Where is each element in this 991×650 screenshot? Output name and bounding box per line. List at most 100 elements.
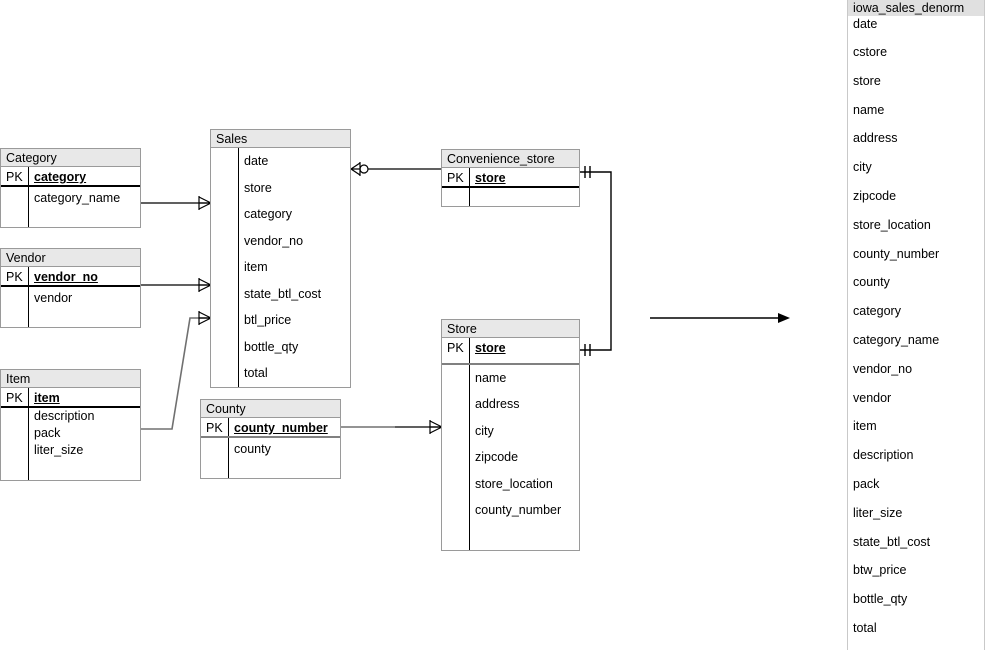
attribute-name: bottle_qty [244,339,299,354]
attribute-name: store [244,180,272,195]
entity-title-convenience_store: Convenience_store [442,150,579,168]
pk-marker: PK [447,341,464,355]
denorm-column[interactable]: date [853,17,878,31]
denorm-column[interactable]: liter_size [853,505,903,520]
pk-marker: PK [6,270,23,284]
attribute-row[interactable]: state_btl_cost [211,281,350,308]
attribute-row[interactable]: item [211,254,350,281]
attribute-row[interactable] [442,524,579,551]
attribute-row[interactable] [442,188,579,206]
attribute-row[interactable]: address [442,391,579,418]
attribute-name: city [475,423,494,438]
attribute-row[interactable]: bottle_qty [211,334,350,361]
entity-title-store: Store [442,320,579,338]
denorm-column[interactable]: cstore [853,45,888,59]
entity-title-vendor: Vendor [1,249,140,267]
attribute-row[interactable]: btl_price [211,307,350,334]
denorm-column[interactable]: pack [853,476,880,491]
attribute-name: item [244,260,268,274]
attribute-row[interactable]: pack [1,425,140,442]
attribute-row[interactable] [1,309,140,327]
attribute-name: vendor_no [34,270,98,284]
denorm-column[interactable]: btw_price [853,563,907,578]
attribute-name: store [475,341,506,355]
attribute-row[interactable] [1,209,140,227]
denorm-column[interactable]: county [853,275,890,290]
denorm-column[interactable]: state_btl_cost [853,534,931,549]
denorm-column[interactable]: category_name [853,332,940,347]
attribute-row[interactable]: PK store [442,168,579,188]
denormalization-arrow [650,313,790,323]
attribute-row[interactable]: liter_size [1,442,140,459]
attribute-row[interactable]: total [211,360,350,387]
denorm-column[interactable]: store_location [853,217,931,232]
attribute-row[interactable]: PK store [442,338,579,365]
pk-marker: PK [6,170,23,184]
attribute-name: description [34,409,95,423]
attribute-row[interactable] [1,459,140,480]
denorm-column[interactable]: vendor_no [853,361,913,376]
attribute-name: category [244,207,292,221]
attribute-row[interactable]: date [211,148,350,175]
denorm-column[interactable]: city [853,160,872,175]
entity-body-store: PK store name address city zipcode store_locat… [442,338,579,550]
denorm-column[interactable]: address [853,131,898,146]
attribute-row[interactable]: name [442,365,579,392]
attribute-row[interactable]: county [201,438,340,460]
relationship-vendor-sales [141,278,212,292]
denorm-column[interactable]: description [853,448,914,463]
denorm-column[interactable]: name [853,102,885,117]
denorm-column[interactable]: item [853,419,877,434]
attribute-row[interactable]: description [1,408,140,425]
attribute-row[interactable]: category_name [1,187,140,209]
attribute-name: total [244,366,268,380]
denorm-column[interactable]: category [853,304,901,319]
attribute-name: address [475,397,520,411]
attribute-row[interactable]: city [442,418,579,445]
attribute-name: date [244,154,269,168]
attribute-row[interactable]: PK vendor_no [1,267,140,287]
entity-title-item: Item [1,370,140,388]
attribute-row[interactable]: category [211,201,350,228]
entity-body-convenience_store: PK store [442,168,579,206]
attribute-name: county_number [234,421,328,435]
attribute-row[interactable]: store_location [442,471,579,498]
denorm-column[interactable]: store [853,73,881,88]
denorm-column[interactable]: county_number [853,246,940,261]
attribute-name: pack [34,426,61,440]
denorm-column[interactable]: vendor [853,390,892,405]
entity-title-sales: Sales [211,130,350,148]
denorm-column[interactable]: total [853,620,877,635]
attribute-row[interactable]: vendor [1,287,140,309]
relationship-convenience-store-store [580,166,612,356]
attribute-name: store [475,171,506,185]
attribute-name: store_location [475,476,553,491]
relationship-category-sales [141,196,212,210]
attribute-row[interactable] [201,460,340,478]
attribute-row[interactable]: county_number [442,497,579,524]
attribute-row[interactable]: vendor_no [211,228,350,255]
attribute-row[interactable]: store [211,175,350,202]
denorm-column[interactable]: zipcode [853,188,897,203]
attribute-name: liter_size [34,443,84,457]
attribute-row[interactable]: zipcode [442,444,579,471]
relationship-sales-convenience-store [350,162,441,176]
pk-marker: PK [447,171,464,185]
pk-marker: PK [6,391,23,405]
attribute-name: name [475,370,507,385]
denorm-column[interactable]: bottle_qty [853,592,908,607]
